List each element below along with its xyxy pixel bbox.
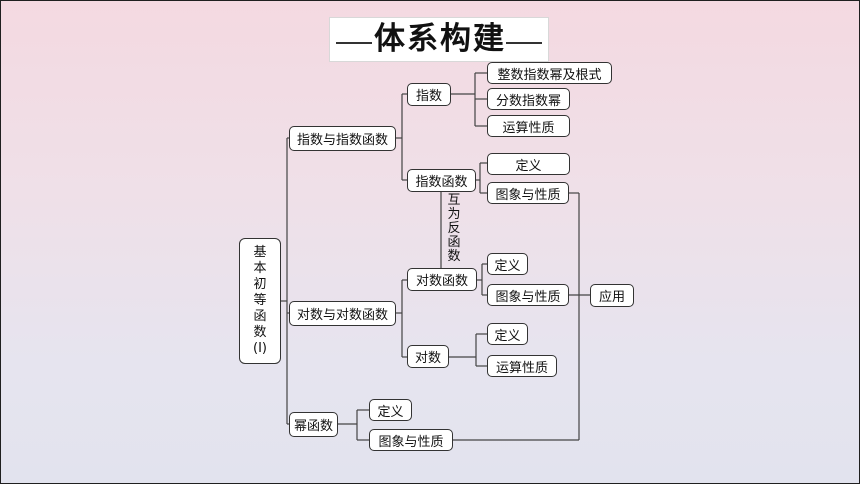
root-char: 等	[253, 293, 267, 308]
node-integer-exponent-and-radicals: 整数指数幂及根式	[487, 62, 612, 84]
node-exp-function-definition: 定义	[487, 153, 570, 175]
inverse-function-label: 互 为 反 函 数	[442, 194, 466, 264]
root-char: 基	[253, 245, 267, 260]
title-left-rule	[336, 42, 372, 44]
inverse-char: 互	[447, 193, 461, 208]
root-node-basic-elementary-functions: 基 本 初 等 函 数 (Ⅰ)	[239, 238, 281, 364]
root-char: 本	[253, 261, 267, 276]
node-exponent: 指数	[407, 83, 451, 106]
node-logarithm-definition: 定义	[487, 323, 528, 345]
node-exp-and-exp-function: 指数与指数函数	[289, 126, 396, 151]
inverse-char: 为	[447, 207, 461, 222]
node-log-and-log-function: 对数与对数函数	[289, 301, 396, 326]
node-logarithm: 对数	[407, 345, 449, 368]
node-application: 应用	[590, 284, 634, 307]
node-exponent-operation-properties: 运算性质	[487, 115, 570, 137]
node-log-function-definition: 定义	[487, 253, 528, 275]
root-char: 初	[253, 277, 267, 292]
root-char: 函	[253, 309, 267, 324]
node-power-function: 幂函数	[289, 412, 338, 437]
inverse-char: 函	[447, 235, 461, 250]
node-power-function-graph-properties: 图象与性质	[369, 429, 453, 451]
node-log-function: 对数函数	[407, 268, 477, 291]
node-log-function-graph-properties: 图象与性质	[487, 284, 569, 306]
root-char: (Ⅰ)	[253, 341, 267, 356]
page-title: 体系构建	[374, 21, 506, 57]
title-banner	[329, 17, 549, 62]
node-fractional-exponent: 分数指数幂	[487, 88, 570, 110]
inverse-char: 反	[447, 221, 461, 236]
node-logarithm-operation-properties: 运算性质	[487, 355, 557, 377]
node-exp-function-graph-properties: 图象与性质	[487, 182, 569, 204]
root-char: 数	[253, 325, 267, 340]
title-right-rule	[506, 42, 542, 44]
node-power-function-definition: 定义	[369, 399, 412, 421]
inverse-char: 数	[447, 249, 461, 264]
node-exp-function: 指数函数	[407, 169, 476, 192]
